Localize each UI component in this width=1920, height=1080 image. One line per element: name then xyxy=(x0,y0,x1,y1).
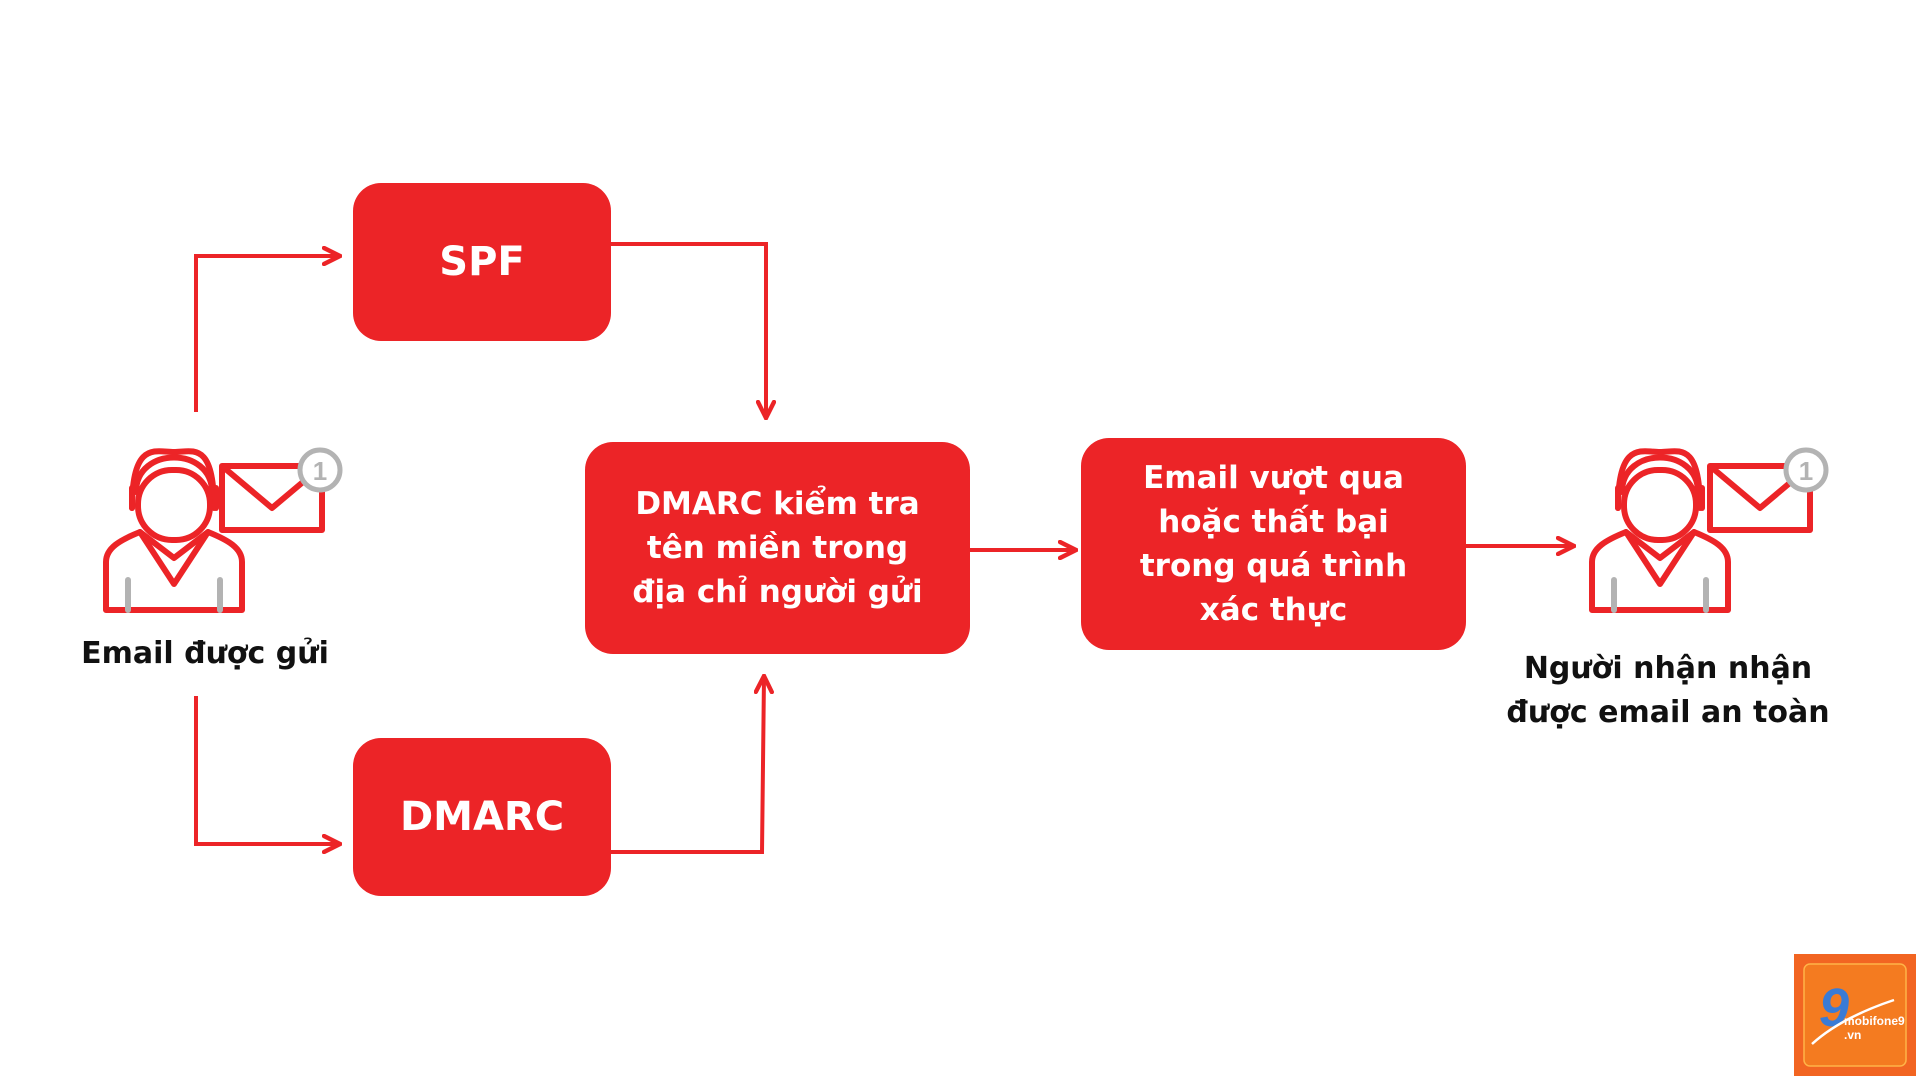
recipient-person-icon xyxy=(1589,448,1731,613)
result-box: Email vượt qua hoặc thất bại trong quá t… xyxy=(1081,438,1466,650)
sender-badge-count: 1 xyxy=(313,456,327,486)
brand-logo: 9 mobifone9 .vn xyxy=(1794,954,1916,1076)
arrow-spf-to-check xyxy=(611,242,766,418)
recipient-badge-count: 1 xyxy=(1799,456,1813,486)
sender-notification-badge: 1 xyxy=(297,447,343,493)
dmarc-label: DMARC xyxy=(399,794,565,840)
arrow-sender-to-spf xyxy=(194,256,340,412)
dmarc-check-box: DMARC kiểm tra tên miền trong địa chỉ ng… xyxy=(585,442,970,654)
sender-caption: Email được gửi xyxy=(81,636,329,671)
brand-name: mobifone9 .vn xyxy=(1844,1014,1905,1042)
result-label: Email vượt qua hoặc thất bại trong quá t… xyxy=(1139,460,1408,628)
spf-box: SPF xyxy=(353,183,611,341)
arrow-dmarc-to-check xyxy=(611,676,764,854)
sender-person-icon xyxy=(103,448,245,613)
dmarc-check-label: DMARC kiểm tra tên miền trong địa chỉ ng… xyxy=(632,486,923,610)
arrow-sender-to-dmarc xyxy=(194,696,340,844)
recipient-caption: Người nhận nhận được email an toàn xyxy=(1506,651,1830,730)
dmarc-box: DMARC xyxy=(353,738,611,896)
recipient-notification-badge: 1 xyxy=(1783,447,1829,493)
brand-logo-mark: 9 xyxy=(1794,954,1916,1076)
spf-label: SPF xyxy=(439,239,525,285)
